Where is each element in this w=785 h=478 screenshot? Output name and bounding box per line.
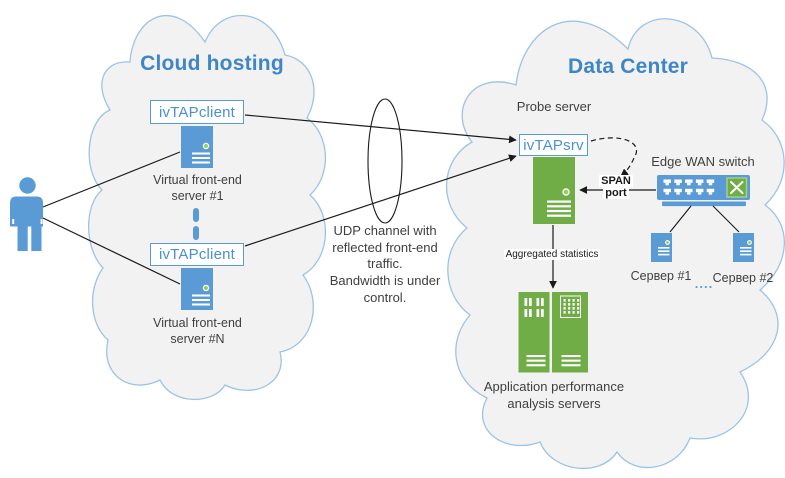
more-servers-dots: .... <box>694 276 714 291</box>
connector-user-serverN <box>42 217 181 285</box>
analysis-servers-caption: Application performance analysis servers <box>483 379 625 411</box>
server-icon-dc-1 <box>651 233 672 262</box>
span-port-label: SPAN port <box>599 175 633 200</box>
cloud-hosting-title: Cloud hosting <box>140 52 284 75</box>
probe-server-icon <box>533 157 575 224</box>
connector-switch-server2 <box>712 205 740 233</box>
data-center-title: Data Center <box>567 55 689 78</box>
probe-server-label: Probe server <box>516 99 592 114</box>
dashed-arrow-srv-to-span <box>590 137 637 177</box>
aggregated-statistics-label: Aggregated statistics <box>503 249 601 260</box>
connector-switch-server1 <box>669 205 692 233</box>
ivtapsrv-box: ivTAPsrv <box>519 134 588 156</box>
ellipsis-dots-vertical <box>193 208 199 240</box>
analysis-servers-icon <box>518 292 588 373</box>
edge-wan-switch-label: Edge WAN switch <box>651 154 755 169</box>
network-switch-icon <box>657 175 750 207</box>
connector-user-server1 <box>42 151 181 208</box>
arrow-clientN-to-srv <box>244 154 517 247</box>
person-icon <box>10 177 43 251</box>
ivtapclient-box-n: ivTAPclient <box>150 243 244 266</box>
frontend-server-n-caption: Virtual front-end server #N <box>153 316 242 346</box>
arrow-client1-to-srv <box>244 114 517 144</box>
server-icon-dc-2 <box>733 233 754 262</box>
udp-channel-note: UDP channel with reflected front-end tra… <box>329 223 441 305</box>
server-icon-frontend-n <box>181 268 213 310</box>
ivtapclient-box-1: ivTAPclient <box>150 100 244 124</box>
server-icon-frontend-1 <box>181 126 213 168</box>
frontend-server-1-caption: Virtual front-end server #1 <box>153 173 242 203</box>
dc-server-1-label: Сервер #1 <box>630 269 692 283</box>
cloud-hosting-shape <box>87 14 327 401</box>
udp-channel-ellipse <box>367 98 403 224</box>
crossover-module-icon <box>726 177 748 198</box>
dc-server-2-label: Сервер #2 <box>712 271 774 285</box>
